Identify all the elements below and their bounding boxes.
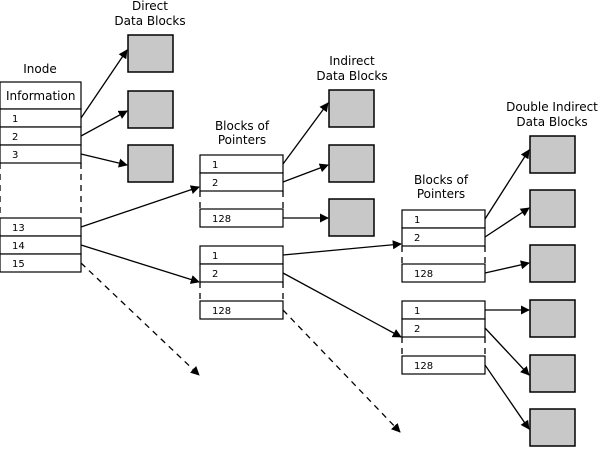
indirect-data-block-1 xyxy=(328,89,375,128)
double-label-line1: Double Indirect xyxy=(506,100,598,114)
bop2-label-line1: Blocks of xyxy=(414,173,469,187)
pointer-block-b-entry-1: 1 xyxy=(212,251,218,262)
pointer-block-c-entry-2: 2 xyxy=(414,233,420,244)
inode-information-label: Information xyxy=(6,89,75,103)
inode-table: Information 1 2 3 13 14 15 xyxy=(0,81,82,273)
inode-entry-14: 14 xyxy=(12,241,25,252)
indirect-data-block-2 xyxy=(328,144,375,183)
arrow-block-a-1-to-indirect-1 xyxy=(282,102,329,165)
arrow-inode-2-to-direct-2 xyxy=(80,110,128,137)
double-indirect-data-block-2 xyxy=(529,189,576,228)
direct-label-line2: Data Blocks xyxy=(114,14,185,28)
direct-label-line1: Direct xyxy=(132,0,168,13)
arrow-block-d-2-to-double-5 xyxy=(484,327,530,376)
arrow-inode-13-to-pointer-block-a xyxy=(80,185,200,228)
arrow-inode-14-to-pointer-block-b xyxy=(80,244,200,284)
arrow-block-b-1-to-block-c xyxy=(282,240,402,256)
double-indirect-data-block-5 xyxy=(529,354,576,393)
inode-entry-1: 1 xyxy=(12,114,18,125)
pointer-block-c: 1 2 128 xyxy=(401,209,486,283)
pointer-block-a-entry-1: 1 xyxy=(212,160,218,171)
pointer-block-c-entry-1: 1 xyxy=(414,215,420,226)
double-indirect-data-block-1 xyxy=(529,135,576,174)
pointer-block-d-entry-128: 128 xyxy=(414,361,433,372)
inode-entry-13: 13 xyxy=(12,223,25,234)
pointer-block-b-entry-2: 2 xyxy=(212,269,218,280)
arrow-inode-3-to-direct-3 xyxy=(80,153,128,168)
indirect-label-line2: Data Blocks xyxy=(316,69,387,83)
inode-entry-15: 15 xyxy=(12,259,25,270)
pointer-block-d-entry-2: 2 xyxy=(414,324,420,335)
inode-label: Inode xyxy=(23,62,57,76)
inode-entry-2: 2 xyxy=(12,132,18,143)
arrow-block-b-128-dashed xyxy=(282,309,401,433)
pointer-block-d: 1 2 128 xyxy=(401,300,486,375)
arrow-block-c-2-to-double-2 xyxy=(484,207,530,238)
pointer-block-b: 1 2 128 xyxy=(199,245,284,320)
arrow-inode-15-triple-indirect xyxy=(80,262,200,376)
direct-data-block-3 xyxy=(127,144,174,183)
pointer-block-a: 1 2 128 xyxy=(199,154,284,228)
pointer-block-c-entry-128: 128 xyxy=(414,269,433,280)
direct-data-block-2 xyxy=(127,90,174,129)
indirect-label-line1: Indirect xyxy=(329,54,375,68)
double-indirect-data-block-4 xyxy=(529,299,576,338)
indirect-data-block-3 xyxy=(328,198,375,237)
pointer-arrows xyxy=(80,49,530,433)
bop1-label-line2: Pointers xyxy=(218,133,266,147)
pointer-block-a-entry-128: 128 xyxy=(212,214,231,225)
double-indirect-data-block-6 xyxy=(529,408,576,447)
pointer-block-d-entry-1: 1 xyxy=(414,306,420,317)
arrow-block-c-1-to-double-1 xyxy=(484,149,530,220)
double-indirect-data-block-3 xyxy=(529,244,576,283)
arrow-block-b-2-to-block-d xyxy=(282,272,402,338)
arrow-block-d-128-to-double-6 xyxy=(484,364,530,430)
bop2-label-line2: Pointers xyxy=(417,187,465,201)
direct-data-block-1 xyxy=(127,34,174,73)
inode-entry-3: 3 xyxy=(12,150,18,161)
arrow-block-a-2-to-indirect-2 xyxy=(282,163,329,183)
arrow-inode-1-to-direct-1 xyxy=(80,49,128,119)
bop1-label-line1: Blocks of xyxy=(215,119,270,133)
double-label-line2: Data Blocks xyxy=(516,115,587,129)
arrow-block-c-128-to-double-3 xyxy=(484,260,530,274)
inode-information-cell xyxy=(0,81,82,110)
pointer-block-b-entry-128: 128 xyxy=(212,306,231,317)
pointer-block-a-entry-2: 2 xyxy=(212,178,218,189)
